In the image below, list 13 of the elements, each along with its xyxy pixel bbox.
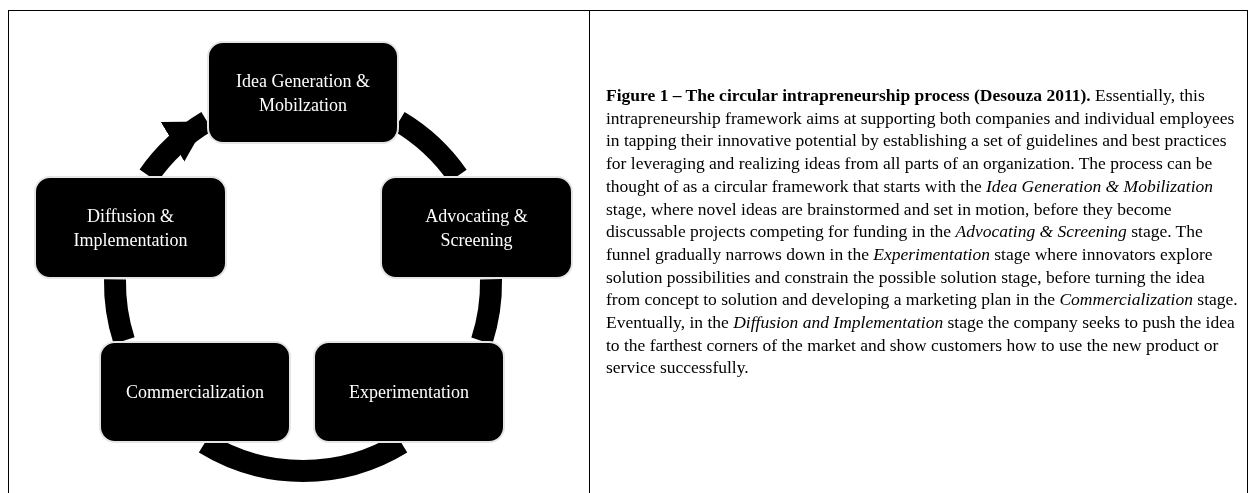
ring-segment	[471, 279, 502, 344]
stage-box	[99, 341, 291, 443]
stage-label: Advocating & Screening	[424, 204, 529, 252]
stage-box	[313, 341, 505, 443]
stage-label: Diffusion & Implementation	[72, 204, 189, 252]
stage-label: Idea Generation & Mobilzation	[235, 69, 371, 117]
stage-label: Commercialization	[126, 381, 264, 404]
stage-box	[34, 176, 227, 279]
stage-label: Experimentation	[349, 381, 469, 404]
stage-box	[380, 176, 573, 279]
ring-segment	[104, 279, 135, 344]
stage-box	[207, 41, 399, 144]
figure-caption: Figure 1 – The circular intrapreneurship process (Desouza 2011). Essentially, this intrapreneurship framework aims at supporting both companies and individual employees in tapping their innovative potential by establishing a set of guidelines and best practices for leveraging and realizing ideas from all parts of an organization. The process can be thought of as a circular framework that starts with the Idea Generation & Mobilization stage, where novel ideas are brainstormed and set in motion, before they become discussable projects competing for funding in the Advocating & Screening stage. The funnel gradually narrows down in the Experimentation stage where innovators explore solution possibilities and constrain the possible solution stage, before turning the idea from concept to solution and developing a marketing plan in the Commercialization stage. Eventually, in the Diffusion and Implementation stage the company seeks to push the idea to the farthest corners of the market and show customers how to use the new product or service successfully.	[606, 84, 1239, 380]
